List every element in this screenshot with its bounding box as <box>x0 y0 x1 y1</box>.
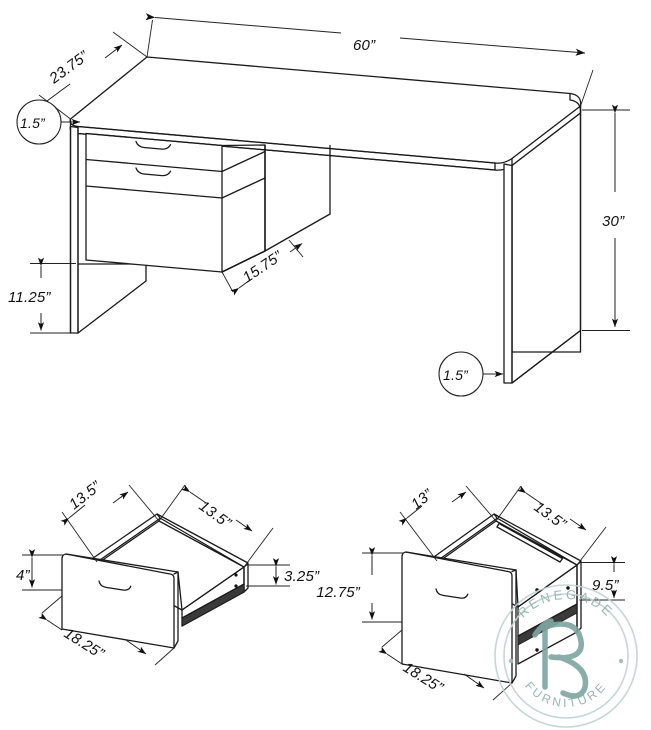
dim-small-box-height: 3.25” <box>246 558 320 587</box>
callout-panel-thickness-side: 1.5” <box>438 351 504 397</box>
dim-label-large-inner-right: 13.5” <box>531 498 570 533</box>
desk-modesty-panel <box>221 144 331 273</box>
dim-large-box-height: 9.5” <box>579 556 625 601</box>
drawer-small-view: 13.5” 13.5” 4” 3.25” <box>16 478 320 666</box>
callout-label-thickness-top: 1.5” <box>20 115 46 131</box>
dim-small-front-height: 4” <box>16 549 64 591</box>
dim-desk-height: 30” <box>582 104 630 331</box>
dim-label-desk-drawer-depth: 15.75” <box>240 247 286 286</box>
drawer-small-slide-rail <box>181 573 245 627</box>
dim-desk-width: 60” <box>145 13 594 107</box>
callout-panel-thickness-top: 1.5” <box>16 99 81 145</box>
dim-label-desk-height: 30” <box>602 213 625 230</box>
desk-right-leg-panel <box>503 105 582 384</box>
dim-label-small-front-height: 4” <box>16 567 31 584</box>
dim-label-desk-depth: 23.75” <box>46 47 93 88</box>
drawer-small-box <box>61 513 249 649</box>
dim-label-large-front-height: 12.75” <box>316 584 361 601</box>
drawer-large-box <box>401 513 582 684</box>
dim-label-large-box-height: 9.5” <box>592 577 619 594</box>
dim-label-desk-clearance: 11.25” <box>8 289 51 306</box>
dim-label-large-inner-left: 13” <box>408 486 437 514</box>
desk-assembly-view: 60” 23.75” 30” <box>8 13 630 397</box>
desk-drawer-pedestal <box>85 132 266 273</box>
dim-label-small-box-height: 3.25” <box>284 568 320 585</box>
dim-desk-clearance: 11.25” <box>8 257 76 334</box>
drawer-large-view: 13” 13.5” 12.75” <box>316 486 625 701</box>
callout-label-thickness-side: 1.5” <box>443 367 469 383</box>
desk-top-slab <box>69 56 582 171</box>
dim-label-desk-width: 60” <box>353 37 376 54</box>
dim-large-front-height: 12.75” <box>316 547 404 623</box>
dim-label-small-inner-left: 13.5” <box>66 478 105 514</box>
dim-label-small-inner-right: 13.5” <box>196 497 235 532</box>
